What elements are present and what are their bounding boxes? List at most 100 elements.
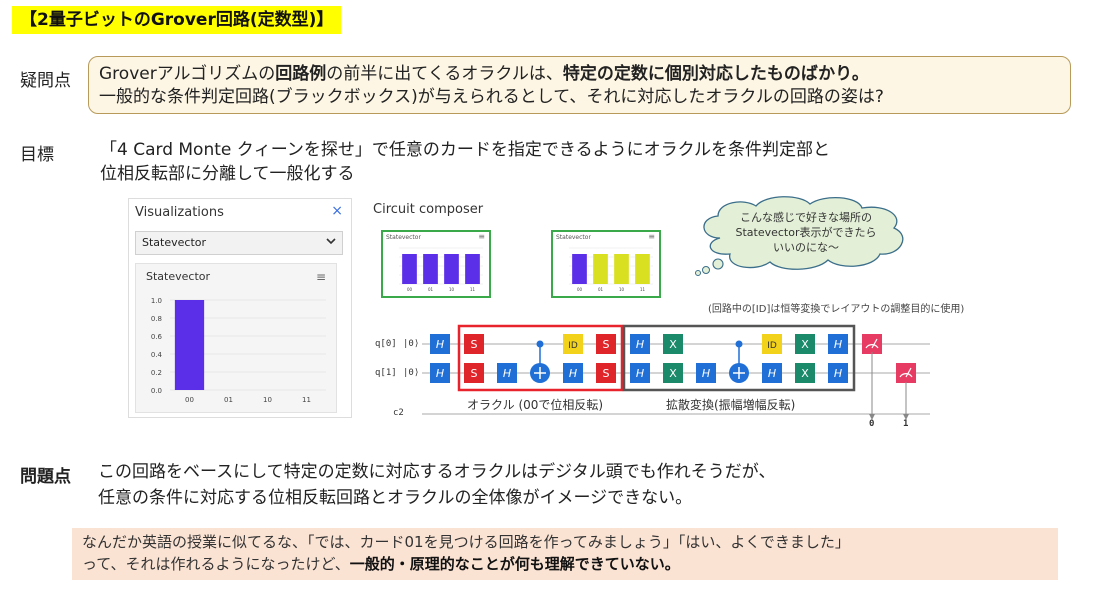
y-tick-label: 0.0 <box>151 387 162 395</box>
h-gate[interactable] <box>828 363 848 383</box>
c-label: c2 <box>393 408 404 418</box>
measure-gate[interactable] <box>862 334 882 354</box>
h-gate[interactable] <box>828 334 848 354</box>
h-gate-label: H <box>834 338 842 351</box>
id-gate-label: ID <box>568 341 578 351</box>
mini-statevector-2-title: Statevector <box>556 234 591 241</box>
question-line-2: 一般的な条件判定回路(ブラックボックス)が与えられるとして、それに対応したオラク… <box>99 87 884 107</box>
y-tick-label: 0.4 <box>151 351 163 359</box>
y-tick-label: 0.8 <box>151 315 162 323</box>
x-tick-label: 01 <box>224 396 233 404</box>
mini-x-tick-label: 01 <box>428 287 434 292</box>
id-gate[interactable] <box>762 334 782 354</box>
h-gate[interactable] <box>696 363 716 383</box>
measure-gate[interactable] <box>896 363 916 383</box>
h-gate-label: H <box>436 338 444 351</box>
chart-bar <box>174 300 205 390</box>
problem-line-2: 任意の条件に対応する位相反転回路とオラクルの全体像がイメージできない。 <box>98 488 693 508</box>
x-gate[interactable] <box>795 334 815 354</box>
x-tick-label: 00 <box>185 396 194 404</box>
x-gate-label: X <box>669 338 677 351</box>
q1-ket: |0⟩ <box>403 368 420 378</box>
h-gate[interactable] <box>630 363 650 383</box>
q1-label: q[1] <box>375 368 397 378</box>
mini-chart-bar <box>635 254 650 284</box>
bubble-line-1: こんな感じで好きな場所の <box>740 211 872 224</box>
hamburger-icon[interactable]: ≡ <box>648 232 655 241</box>
hamburger-icon[interactable]: ≡ <box>315 270 326 284</box>
question-text-a: Groverアルゴリズムの <box>99 64 276 84</box>
h-gate-label: H <box>436 367 444 380</box>
mini-chart-bar <box>423 254 438 284</box>
mini-statevector-1-title: Statevector <box>386 234 421 241</box>
x-tick-label: 10 <box>263 396 272 404</box>
visualization-select-value: Statevector <box>142 236 207 249</box>
h-gate[interactable] <box>430 334 450 354</box>
visualizations-panel: Visualizations × Statevector Statevector… <box>128 198 352 418</box>
s-gate[interactable] <box>464 363 484 383</box>
question-text-b: 回路例 <box>275 64 327 84</box>
mini-chart-bar <box>465 254 480 284</box>
x-gate-label: X <box>801 367 809 380</box>
circuit-composer-title: Circuit composer <box>373 202 484 217</box>
x-gate[interactable] <box>663 363 683 383</box>
goal-line-1: 「4 Card Monte クィーンを探せ」で任意のカードを指定できるようにオラ… <box>100 140 831 160</box>
question-text-d: 特定の定数に個別対応したものばかり。 <box>562 64 869 84</box>
meas-arrow-1 <box>903 414 909 420</box>
bubble-line-3: いいのにな～ <box>773 241 839 254</box>
h-gate[interactable] <box>762 363 782 383</box>
mini-chart-bar <box>572 254 587 284</box>
goal-label: 目標 <box>20 145 54 165</box>
s-gate[interactable] <box>596 334 616 354</box>
problem-label: 問題点 <box>20 467 71 487</box>
h-gate[interactable] <box>630 334 650 354</box>
meas-index-1: 1 <box>903 419 909 429</box>
visualization-select[interactable]: Statevector <box>135 231 343 255</box>
bottom-note-box: なんだか英語の授業に似てるな、「では、カード01を見つける回路を作ってみましょう… <box>72 528 1058 580</box>
s-gate-label: S <box>603 338 610 351</box>
page-title: 【2量子ビットのGrover回路(定数型)】 <box>12 6 342 34</box>
id-gate-label: ID <box>767 341 777 351</box>
bottom-line-2: って、それは作れるようになったけど、一般的・原理的なことが何も理解できていない。 <box>82 553 1048 575</box>
mini-x-tick-label: 11 <box>640 287 646 292</box>
y-tick-label: 0.6 <box>151 333 163 341</box>
visualizations-title: Visualizations <box>135 205 224 220</box>
h-gate[interactable] <box>430 363 450 383</box>
y-tick-label: 0.2 <box>151 369 162 377</box>
h-gate[interactable] <box>563 363 583 383</box>
q0-ket: |0⟩ <box>403 339 420 349</box>
question-label: 疑問点 <box>20 71 71 91</box>
hamburger-icon[interactable]: ≡ <box>478 232 485 241</box>
h-gate-label: H <box>636 367 644 380</box>
statevector-card-title: Statevector <box>146 270 211 283</box>
cnot-control[interactable] <box>735 340 743 348</box>
s-gate[interactable] <box>596 363 616 383</box>
s-gate[interactable] <box>464 334 484 354</box>
x-gate-label: X <box>669 367 677 380</box>
id-gate[interactable] <box>563 334 583 354</box>
bubble-line-2: Statevector表示ができたら <box>735 226 877 239</box>
x-gate[interactable] <box>795 363 815 383</box>
bubble-text: こんな感じで好きな場所の Statevector表示ができたら いいのにな～ <box>722 210 890 255</box>
mini-x-tick-label: 00 <box>407 287 413 292</box>
h-gate[interactable] <box>497 363 517 383</box>
cnot-control[interactable] <box>536 340 544 348</box>
s-gate-label: S <box>471 338 478 351</box>
circuit-note: (回路中の[ID]は恒等変換でレイアウトの調整目的に使用) <box>708 304 965 315</box>
h-gate-label: H <box>834 367 842 380</box>
close-icon[interactable]: × <box>331 203 343 219</box>
measure-needle <box>905 367 912 378</box>
mini-x-tick-label: 11 <box>470 287 476 292</box>
mini-x-tick-label: 10 <box>619 287 625 292</box>
x-gate[interactable] <box>663 334 683 354</box>
mini-chart-bar <box>402 254 417 284</box>
q0-label: q[0] <box>375 339 397 349</box>
bottom-text-a: って、それは作れるようになったけど、 <box>82 555 350 573</box>
measure-dial <box>899 373 913 378</box>
